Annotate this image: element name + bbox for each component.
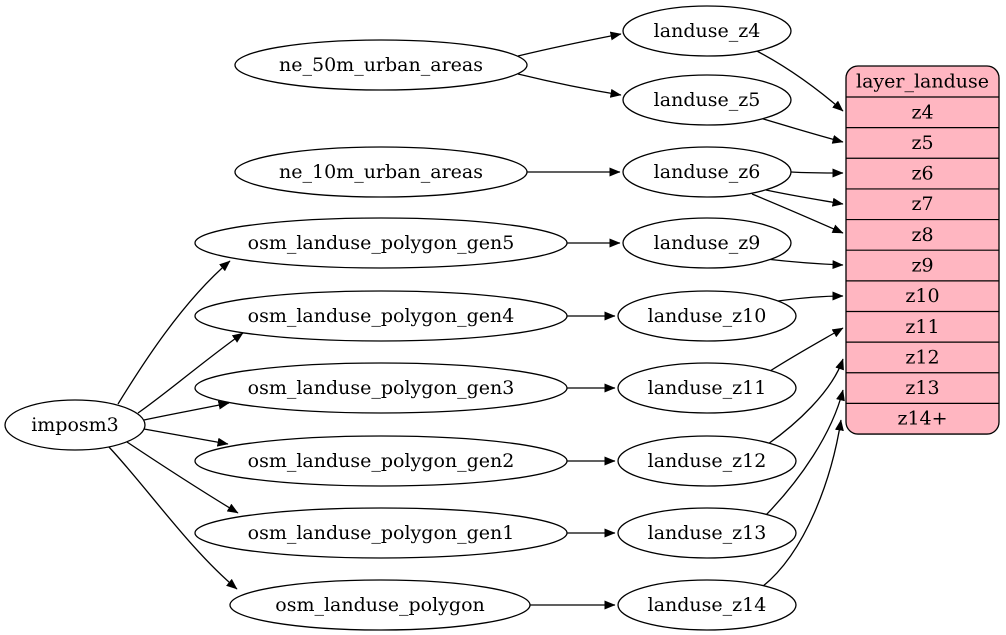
edge-landuse_z12-to-layer_landuse.z12 [767,358,844,445]
node-label-landuse_z14: landuse_z14 [648,594,767,616]
edge-imposm3-to-osm_landuse_polygon_gen5 [117,260,231,405]
table-row-z12: z12 [905,346,939,368]
node-osm_landuse_polygon_gen3: osm_landuse_polygon_gen3 [194,362,568,414]
node-label-landuse_z9: landuse_z9 [654,232,761,254]
table-row-z8: z8 [911,224,933,246]
node-label-landuse_z6: landuse_z6 [654,161,761,183]
node-osm_landuse_polygon_gen5: osm_landuse_polygon_gen5 [194,217,568,269]
node-layer_landuse: layer_landuse z4 z5 z6 z7 z8 z9 z10 z11 z12 z13 z14… [845,65,1000,435]
node-landuse_z6: landuse_z6 [622,146,792,198]
edge-imposm3-to-osm_landuse_polygon_gen2 [143,428,229,447]
node-landuse_z12: landuse_z12 [617,435,797,487]
node-landuse_z11: landuse_z11 [617,362,797,414]
table-row-z11: z11 [905,316,939,338]
node-ne_50m_urban_areas: ne_50m_urban_areas [234,39,528,91]
edge-landuse_z4-to-layer_landuse.z4 [752,48,844,112]
node-label-landuse_z5: landuse_z5 [654,89,761,111]
node-osm_landuse_polygon_gen1: osm_landuse_polygon_gen1 [194,507,568,559]
node-imposm3: imposm3 [4,399,146,451]
edge-imposm3-to-osm_landuse_polygon_gen4 [137,332,244,414]
edge-landuse_z9-to-layer_landuse.z9 [765,258,844,270]
edge-landuse_z13-to-layer_landuse.z13 [765,389,845,516]
edge-imposm3-to-osm_landuse_polygon [107,445,238,590]
edge-imposm3-to-osm_landuse_polygon_gen3 [143,400,230,421]
node-landuse_z9: landuse_z9 [622,217,792,269]
edge-landuse_z5-to-layer_landuse.z5 [759,117,844,144]
edge-ne_50m_urban_areas-to-landuse_z4 [517,31,622,57]
edge-landuse_z6-to-layer_landuse.z7 [765,189,844,207]
node-label-osm_landuse_polygon_gen4: osm_landuse_polygon_gen4 [248,305,515,327]
table-row-z5: z5 [911,132,933,154]
table-row-z4: z4 [911,101,933,123]
table-row-z9: z9 [911,255,933,277]
node-landuse_z14: landuse_z14 [617,579,797,631]
table-row-z13: z13 [905,377,939,399]
edge-landuse_z6-to-layer_landuse.z6 [790,168,844,178]
node-label-landuse_z13: landuse_z13 [648,522,767,544]
edge-imposm3-to-osm_landuse_polygon_gen1 [126,441,239,514]
node-osm_landuse_polygon: osm_landuse_polygon [229,579,531,631]
node-landuse_z10: landuse_z10 [617,290,797,342]
node-label-landuse_z11: landuse_z11 [648,377,767,399]
node-label-osm_landuse_polygon: osm_landuse_polygon [275,594,485,616]
table-row-z6: z6 [911,163,933,185]
node-label-ne_50m_urban_areas: ne_50m_urban_areas [279,54,483,76]
table-row-z14+: z14+ [897,408,947,430]
node-label-osm_landuse_polygon_gen1: osm_landuse_polygon_gen1 [248,522,515,544]
node-label-ne_10m_urban_areas: ne_10m_urban_areas [279,161,483,183]
node-ne_10m_urban_areas: ne_10m_urban_areas [234,146,528,198]
node-label-landuse_z4: landuse_z4 [654,20,761,42]
table-title: layer_landuse [856,71,989,93]
node-landuse_z4: landuse_z4 [622,5,792,57]
node-landuse_z13: landuse_z13 [617,507,797,559]
node-label-osm_landuse_polygon_gen5: osm_landuse_polygon_gen5 [248,232,515,254]
node-label-imposm3: imposm3 [31,414,119,436]
node-landuse_z5: landuse_z5 [622,74,792,126]
node-osm_landuse_polygon_gen2: osm_landuse_polygon_gen2 [194,435,568,487]
node-label-osm_landuse_polygon_gen2: osm_landuse_polygon_gen2 [248,450,515,472]
node-label-landuse_z10: landuse_z10 [648,305,767,327]
table-row-z7: z7 [911,193,933,215]
node-label-osm_landuse_polygon_gen3: osm_landuse_polygon_gen3 [248,377,515,399]
table-row-z10: z10 [905,285,939,307]
edge-ne_50m_urban_areas-to-landuse_z5 [517,73,622,98]
node-label-landuse_z12: landuse_z12 [648,450,767,472]
node-osm_landuse_polygon_gen4: osm_landuse_polygon_gen4 [194,290,568,342]
edge-landuse_z10-to-layer_landuse.z10 [777,291,844,302]
edge-landuse_z14-to-layer_landuse.z14+ [761,419,844,588]
edge-landuse_z6-to-layer_landuse.z8 [751,193,844,234]
edge-landuse_z11-to-layer_landuse.z11 [769,327,844,372]
